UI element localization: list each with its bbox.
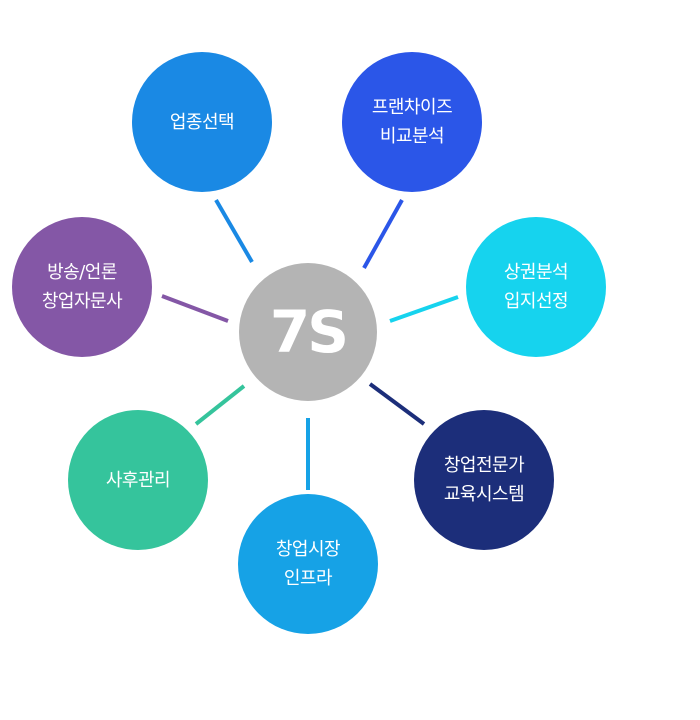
node-startup-education-label-1: 창업전문가	[443, 455, 525, 476]
connector-commercial-analysis	[389, 295, 459, 323]
node-business-selection: 업종선택	[132, 52, 272, 192]
node-startup-market-label-1: 창업시장	[275, 539, 341, 560]
node-commercial-analysis: 상권분석 입지선정	[466, 217, 606, 357]
node-commercial-analysis-label-1: 상권분석	[503, 262, 569, 283]
connector-media-advisory	[161, 294, 229, 323]
connector-startup-education	[368, 382, 426, 426]
node-aftercare-label: 사후관리	[105, 469, 171, 491]
node-media-advisory: 방송/언론 창업자문사	[12, 217, 152, 357]
connector-aftercare	[194, 384, 246, 426]
node-aftercare: 사후관리	[68, 410, 208, 550]
node-startup-market: 창업시장 인프라	[238, 494, 378, 634]
node-commercial-analysis-label-2: 입지선정	[503, 291, 569, 312]
node-business-selection-label: 업종선택	[169, 111, 235, 133]
node-startup-market-label-2: 인프라	[283, 568, 333, 589]
node-media-advisory-label-1: 방송/언론	[47, 262, 117, 283]
node-franchise-compare: 프랜차이즈 비교분석	[342, 52, 482, 192]
node-startup-education: 창업전문가 교육시스템	[414, 410, 554, 550]
connector-business-selection	[214, 198, 254, 264]
node-franchise-compare-label-1: 프랜차이즈	[371, 97, 453, 118]
center-7s-circle: 7S	[239, 263, 377, 401]
node-media-advisory-label-2: 창업자문사	[41, 291, 123, 312]
node-franchise-compare-label-2: 비교분석	[379, 126, 445, 147]
node-startup-education-label-2: 교육시스템	[443, 484, 525, 505]
connector-franchise-compare	[362, 199, 404, 269]
